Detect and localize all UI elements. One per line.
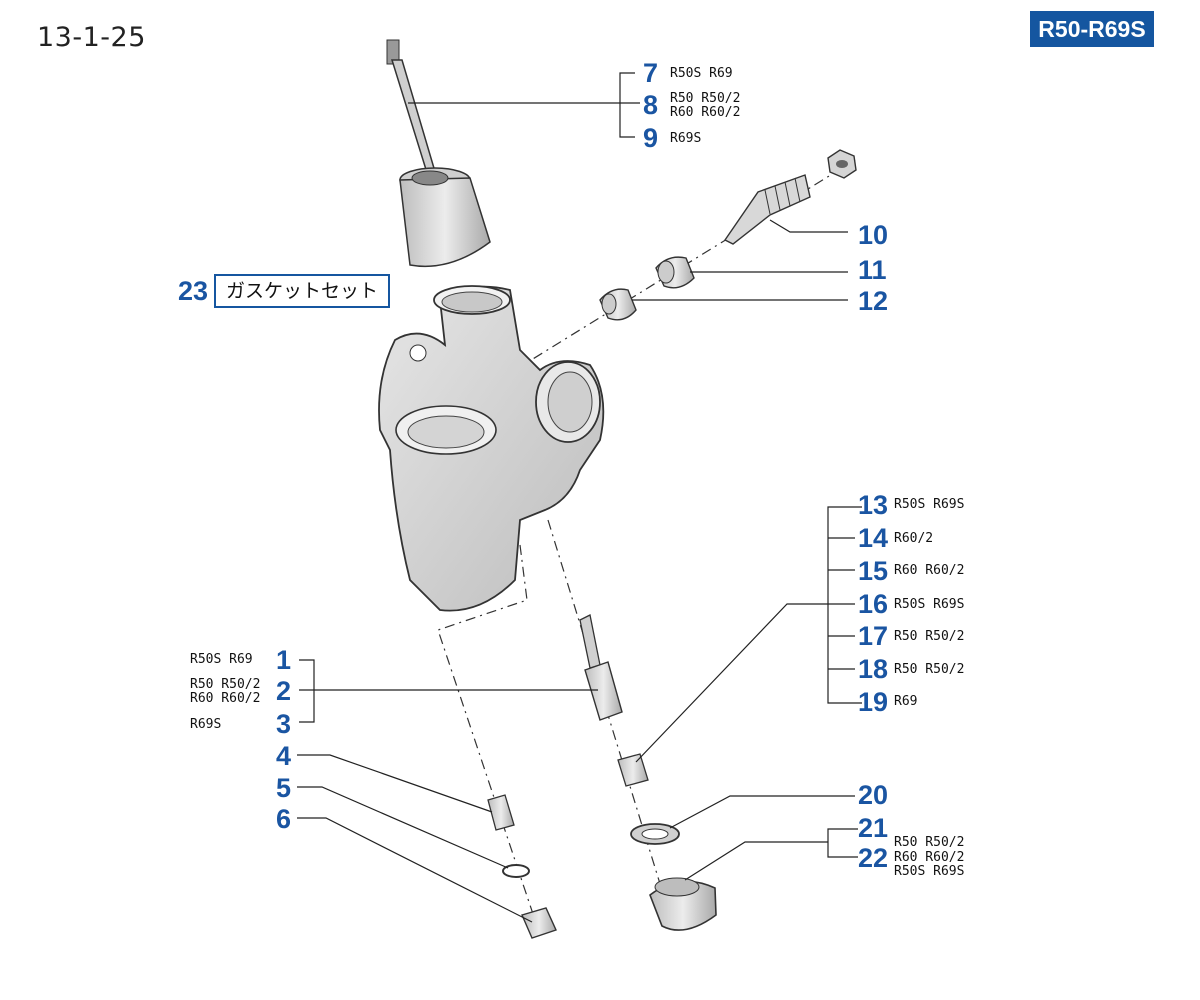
part-models-8b: R60 R60/2 bbox=[670, 105, 741, 120]
part-number-2: 2 bbox=[276, 676, 292, 706]
part-number-22: 22 bbox=[858, 843, 889, 873]
gasket-set-label: ガスケットセット bbox=[214, 274, 390, 308]
part-number-20: 20 bbox=[858, 780, 889, 810]
part-models-14: R60/2 bbox=[894, 531, 934, 546]
part-number-14: 14 bbox=[858, 523, 889, 553]
part-number-17: 17 bbox=[858, 621, 889, 651]
part-number-7: 7 bbox=[643, 58, 659, 88]
part-number-12: 12 bbox=[858, 286, 889, 316]
part-number-21: 21 bbox=[858, 813, 889, 843]
part-number-8: 8 bbox=[643, 90, 659, 120]
part-models-19: R69 bbox=[894, 694, 918, 709]
part-models-18: R50 R50/2 bbox=[894, 662, 965, 677]
part-number-11: 11 bbox=[858, 255, 887, 285]
model-badge: R50-R69S bbox=[1030, 11, 1154, 47]
throttle-slide-needle bbox=[386, 39, 491, 268]
part-models-2a: R50 R50/2 bbox=[190, 677, 261, 692]
part-number-23: 23 bbox=[178, 276, 209, 306]
part-models-16: R50S R69S bbox=[894, 597, 965, 612]
part-models-17: R50 R50/2 bbox=[894, 629, 965, 644]
part-models-7: R50S R69 bbox=[670, 66, 733, 81]
part-number-5: 5 bbox=[276, 773, 292, 803]
main-jet bbox=[579, 614, 623, 721]
part-number-10: 10 bbox=[858, 220, 889, 250]
part-number-18: 18 bbox=[858, 654, 889, 684]
page-code: 13-1-25 bbox=[37, 22, 146, 53]
part-number-4: 4 bbox=[276, 741, 292, 771]
part-models-8a: R50 R50/2 bbox=[670, 91, 741, 106]
float-bowl-parts bbox=[617, 753, 717, 931]
part-number-3: 3 bbox=[276, 709, 292, 739]
part-models-3: R69S bbox=[190, 717, 222, 732]
part-models-21-22a: R50 R50/2 bbox=[894, 835, 965, 850]
part-number-6: 6 bbox=[276, 804, 292, 834]
part-number-13: 13 bbox=[858, 490, 889, 520]
part-models-1: R50S R69 bbox=[190, 652, 253, 667]
part-number-9: 9 bbox=[643, 123, 659, 153]
air-screw-parts bbox=[599, 149, 857, 321]
part-number-16: 16 bbox=[858, 589, 889, 619]
part-number-1: 1 bbox=[276, 645, 292, 675]
part-models-9: R69S bbox=[670, 131, 702, 146]
part-models-21-22b: R60 R60/2 bbox=[894, 850, 965, 865]
part-models-15: R60 R60/2 bbox=[894, 563, 965, 578]
part-models-2b: R60 R60/2 bbox=[190, 691, 261, 706]
part-models-21-22c: R50S R69S bbox=[894, 864, 965, 879]
part-models-13: R50S R69S bbox=[894, 497, 965, 512]
idle-jet-parts bbox=[487, 794, 557, 939]
carburetor-body bbox=[378, 285, 605, 612]
part-number-19: 19 bbox=[858, 687, 889, 717]
part-number-15: 15 bbox=[858, 556, 889, 586]
